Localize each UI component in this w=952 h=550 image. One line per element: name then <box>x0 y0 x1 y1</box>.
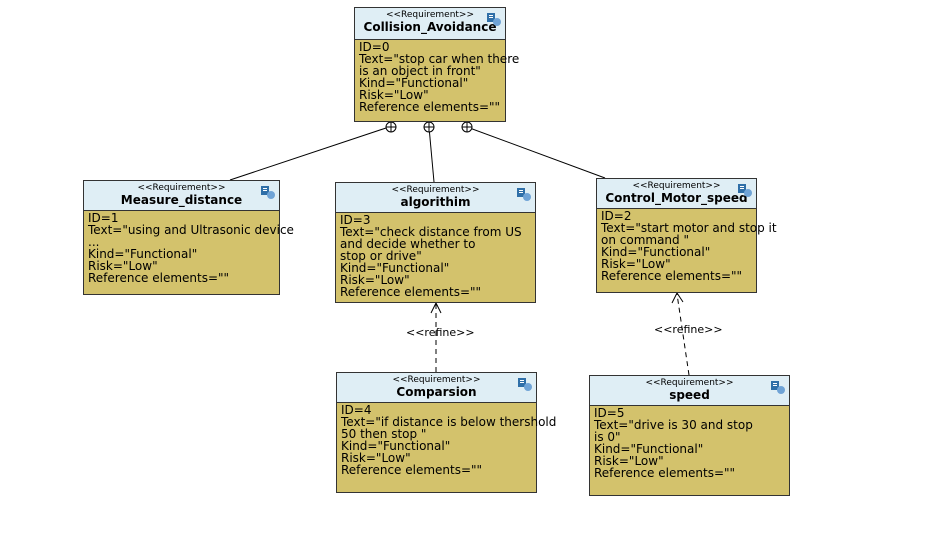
requirement-name: algorithim <box>400 195 471 209</box>
containment-marker-1 <box>385 121 397 133</box>
stereotype-label: <<Requirement>> <box>632 181 721 191</box>
requirement-collision-avoidance[interactable]: <<Requirement>> Collision_Avoidance ID=0… <box>354 7 520 122</box>
requirement-icon <box>518 378 532 391</box>
refine-arrowhead-speed <box>671 292 684 304</box>
requirement-name: Comparsion <box>396 385 477 399</box>
containment-marker-3 <box>461 121 473 133</box>
refine-line-speed[interactable] <box>676 293 690 376</box>
stereotype-label: <<Requirement>> <box>385 10 475 20</box>
refine-arrowhead-comparsion <box>430 301 442 314</box>
refine-label-speed: <<refine>> <box>654 323 723 336</box>
requirement-name: speed <box>669 388 710 402</box>
stereotype-label: <<Requirement>> <box>137 183 226 193</box>
requirement-icon <box>487 13 501 26</box>
refine-label-comparsion: <<refine>> <box>406 326 475 339</box>
stereotype-label: <<Requirement>> <box>645 378 734 388</box>
containment-line-control[interactable] <box>466 126 606 179</box>
containment-marker-2 <box>423 121 435 133</box>
stereotype-label: <<Requirement>> <box>392 375 481 385</box>
containment-line-measure[interactable] <box>229 126 390 181</box>
requirement-name: Control_Motor_speed <box>605 191 748 205</box>
requirement-name: Measure_distance <box>120 193 243 207</box>
requirement-name: Collision_Avoidance <box>363 20 497 34</box>
requirement-icon <box>738 184 752 197</box>
containment-line-algorithm[interactable] <box>428 126 435 183</box>
requirement-icon <box>771 381 785 394</box>
requirement-icon <box>517 188 531 201</box>
stereotype-label: <<Requirement>> <box>391 185 480 195</box>
requirement-icon <box>261 186 275 199</box>
requirement-control-motor-speed[interactable]: <<Requirement>> Control_Motor_speed ID=2… <box>596 178 777 293</box>
